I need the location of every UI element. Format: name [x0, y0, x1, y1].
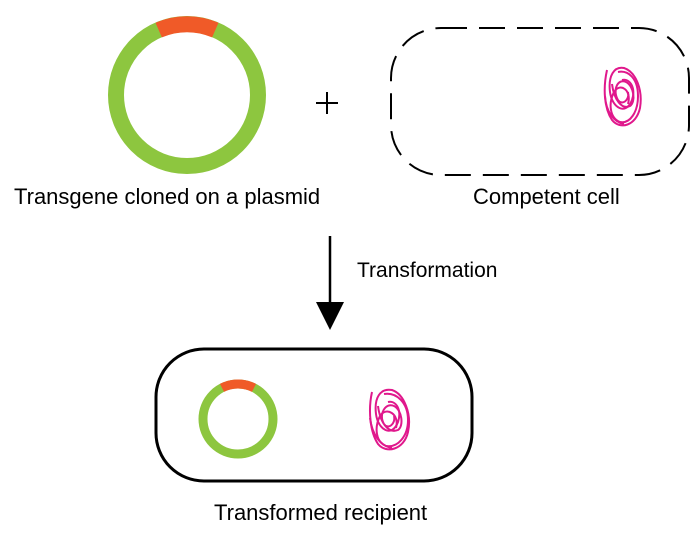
transformed-recipient-cell	[154, 347, 474, 483]
chromosome-icon	[603, 66, 642, 127]
transformation-label: Transformation	[357, 259, 498, 282]
plasmid-small-backbone	[198, 379, 278, 459]
plasmid-large	[108, 16, 266, 174]
recipient-cell-membrane	[154, 347, 474, 483]
plus-sign	[316, 92, 338, 114]
down-arrow-icon	[316, 302, 344, 330]
competent-cell-membrane	[390, 27, 690, 176]
plasmid-backbone	[108, 16, 266, 174]
plasmid-small	[198, 379, 278, 459]
recipient-chromosome-icon	[369, 388, 410, 451]
transformation-arrow	[316, 236, 344, 330]
transgene-insert-small	[219, 379, 257, 393]
competent-cell-label: Competent cell	[473, 184, 620, 209]
competent-cell	[390, 27, 690, 176]
transformed-recipient-label: Transformed recipient	[214, 500, 428, 525]
plasmid-label: Transgene cloned on a plasmid	[14, 184, 321, 209]
transgene-insert	[155, 16, 219, 38]
